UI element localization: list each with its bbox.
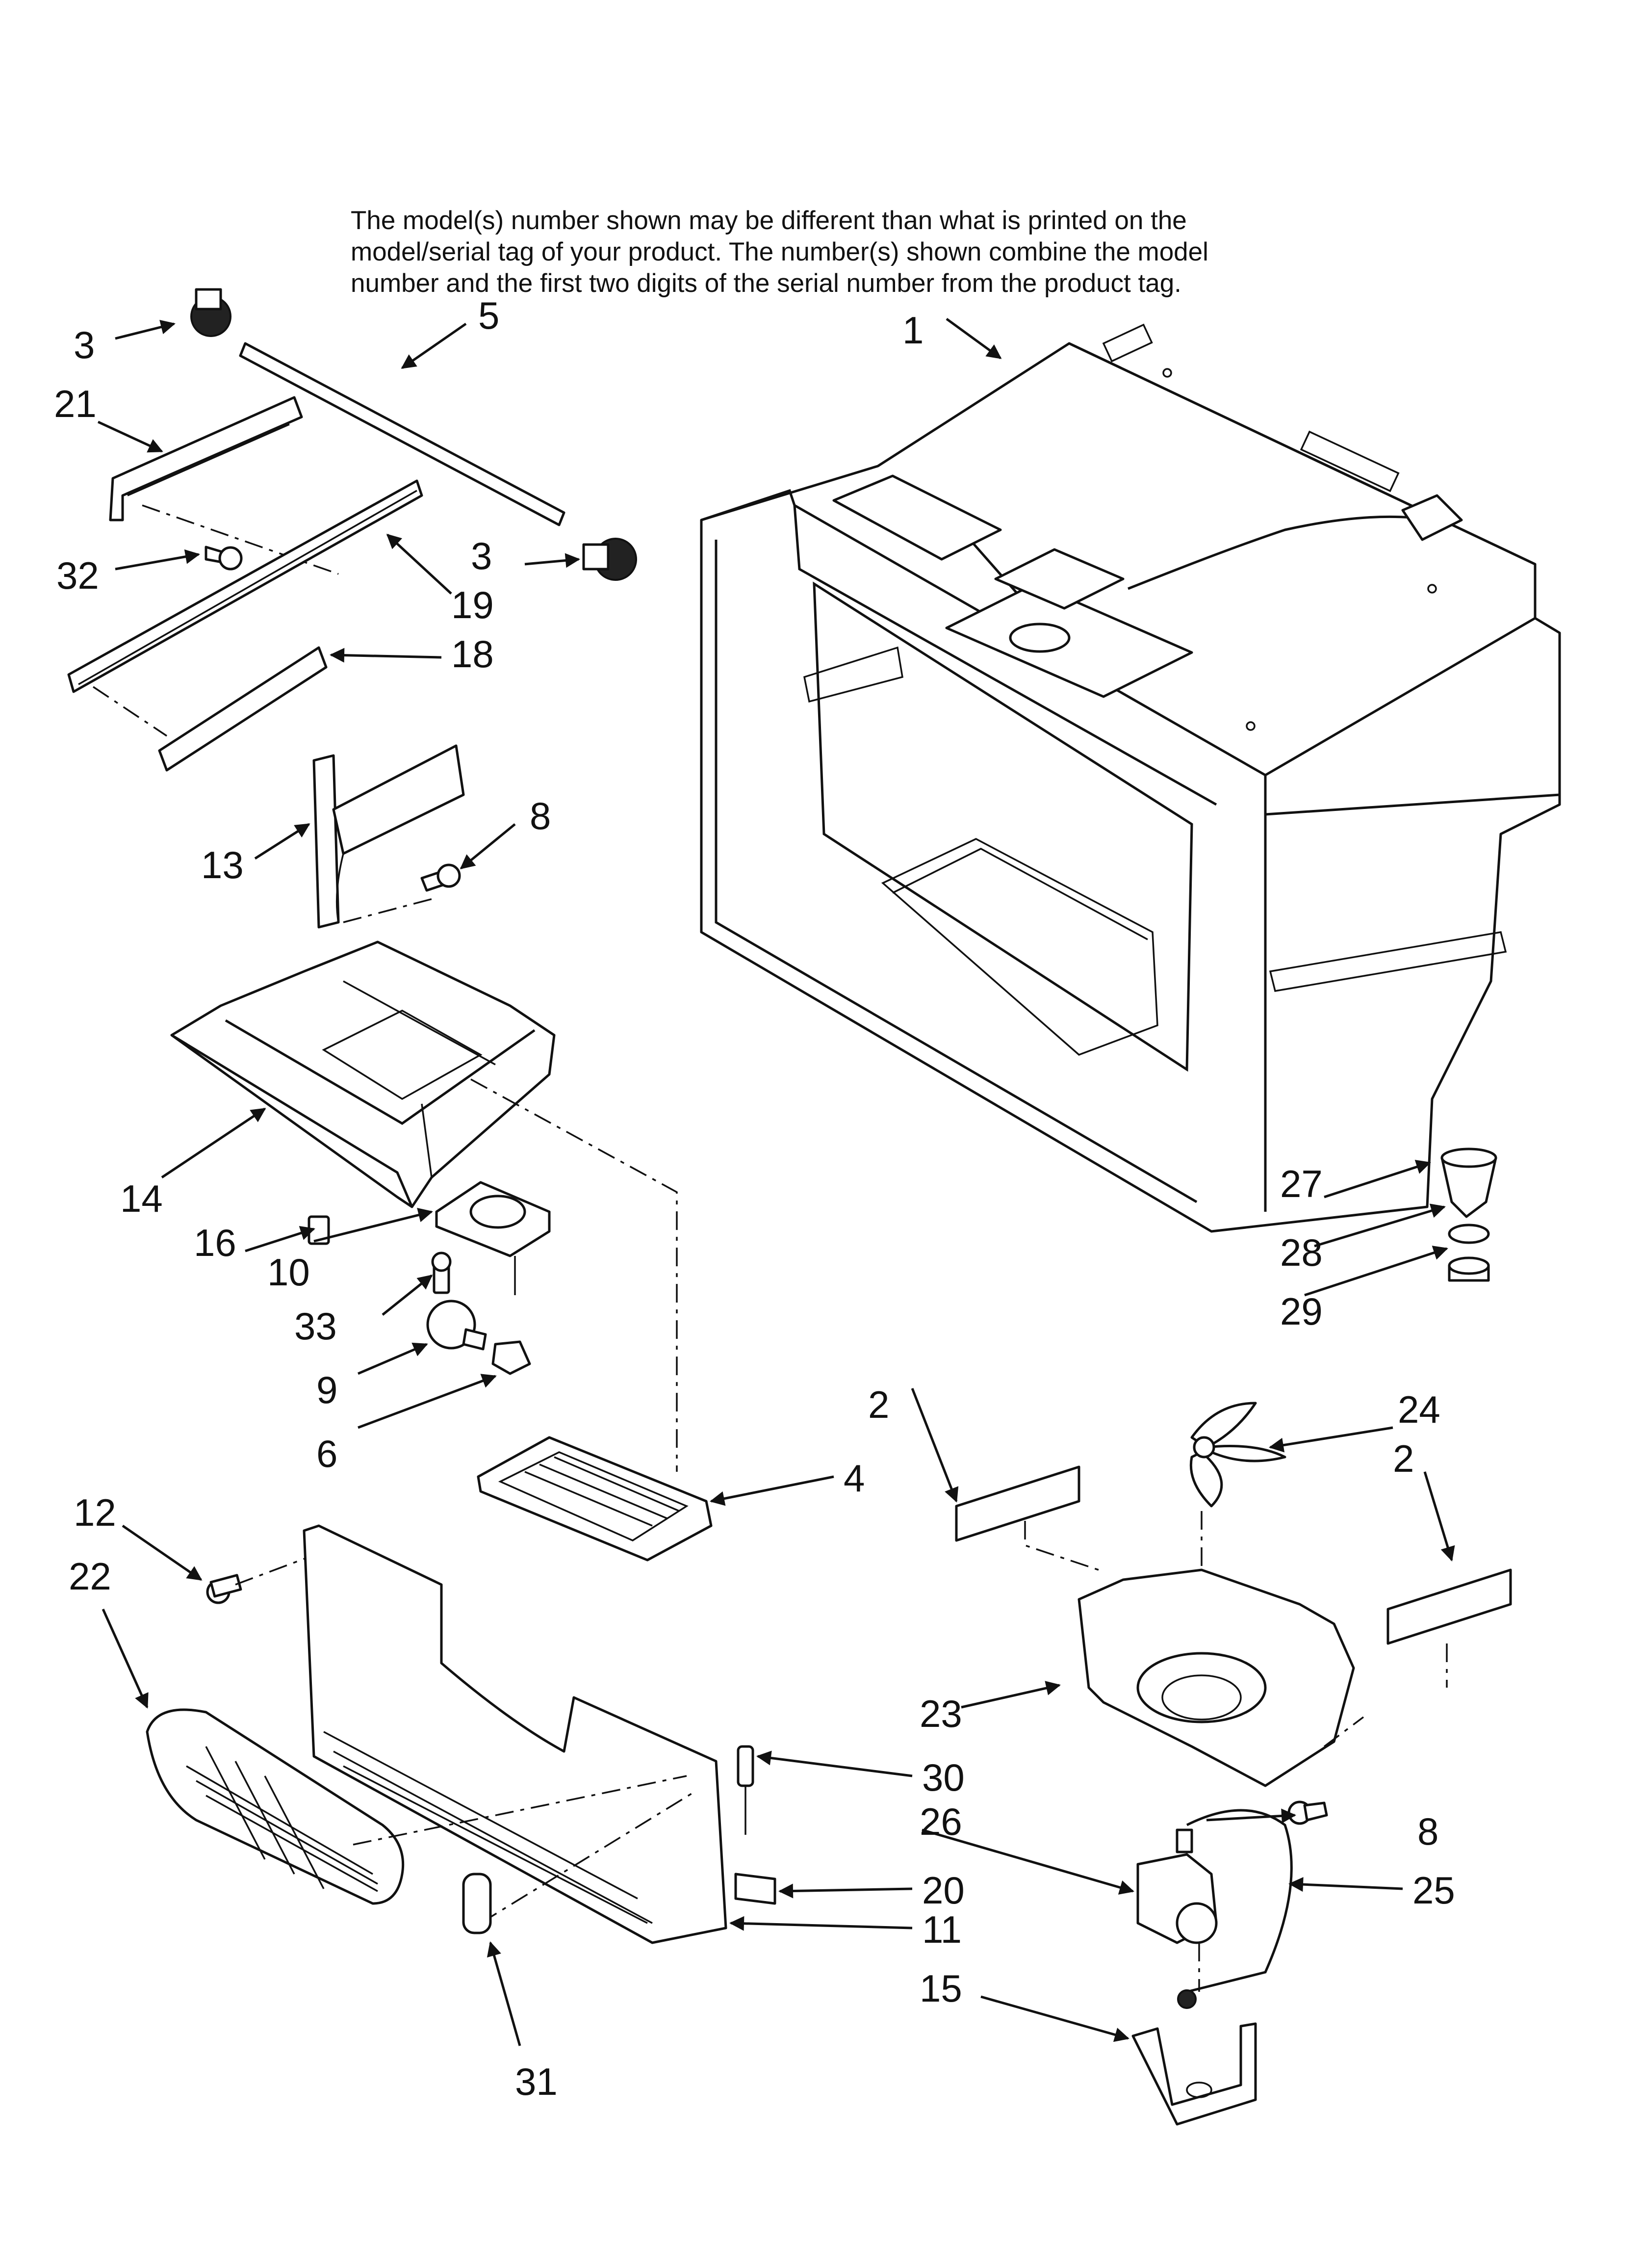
bulb-part-9: [426, 1300, 487, 1351]
callout-18: 18: [451, 632, 494, 676]
callout-14: 14: [120, 1177, 163, 1220]
callout-32: 32: [56, 554, 99, 597]
callout-6: 6: [316, 1432, 337, 1475]
callout-numbers: 1 2 2 3 3 4 5 6 8 8 9 10 11 12 13 14 15 …: [54, 294, 1455, 2103]
motor-bracket-part: [1131, 2022, 1257, 2126]
screw-part-8-lower: [1287, 1800, 1328, 1825]
callout-22: 22: [69, 1555, 111, 1598]
callout-33: 33: [294, 1304, 337, 1348]
fan-motor-part: [1136, 1828, 1218, 1992]
fan-shroud-part: [1078, 1568, 1364, 1787]
callout-4: 4: [844, 1457, 865, 1500]
front-grille-part-22: [146, 1708, 405, 1905]
note-line-3: number and the first two digits of the s…: [351, 269, 1181, 298]
model-number-note: The model(s) number shown may be differe…: [351, 205, 1430, 299]
screw-part-12: [206, 1554, 314, 1604]
rod-part: [239, 342, 565, 526]
insulation-pad-right: [1386, 1568, 1512, 1688]
leader-lines: [97, 317, 1455, 2046]
callout-13: 13: [201, 843, 244, 886]
callout-30: 30: [922, 1756, 965, 1799]
glide-part-27: [1440, 1147, 1497, 1218]
callout-1: 1: [902, 309, 924, 352]
slide-rail-part-19: [67, 479, 423, 693]
slide-bracket-part: [109, 396, 339, 575]
callout-12: 12: [74, 1491, 116, 1534]
screw-part-8-upper: [420, 863, 461, 892]
callout-2-left: 2: [868, 1383, 889, 1426]
callout-5: 5: [478, 294, 499, 337]
callout-26: 26: [920, 1800, 962, 1843]
bracket-part-13: [312, 744, 465, 929]
evaporator-cover-part: [303, 1524, 776, 1944]
note-line-1: The model(s) number shown may be differe…: [351, 206, 1187, 235]
callout-29: 29: [1280, 1290, 1323, 1333]
light-housing-part-10: [435, 1181, 551, 1295]
callout-2-right: 2: [1393, 1437, 1414, 1480]
freezer-bin-part: [700, 323, 1561, 1233]
light-cover-part-4: [477, 1436, 713, 1562]
cap-part-29: [1448, 1256, 1490, 1282]
callout-31: 31: [515, 2060, 558, 2103]
callout-3-right: 3: [471, 534, 492, 577]
callout-15: 15: [920, 1967, 962, 2010]
callout-16: 16: [194, 1221, 236, 1264]
callout-11: 11: [922, 1908, 962, 1951]
callout-10: 10: [267, 1251, 310, 1294]
callout-20: 20: [922, 1869, 965, 1912]
socket-part-6: [491, 1340, 531, 1375]
ring-part-28: [1448, 1224, 1490, 1244]
callout-8-upper: 8: [530, 794, 551, 837]
callout-28: 28: [1280, 1231, 1323, 1274]
screw-part-33: [431, 1251, 452, 1294]
slide-rail-part-18: [93, 646, 328, 772]
callout-21: 21: [54, 382, 97, 425]
callout-9: 9: [316, 1368, 337, 1411]
gear-part-right: [582, 538, 637, 581]
screw-part-32: [205, 546, 243, 571]
callout-23: 23: [920, 1692, 962, 1735]
callout-19: 19: [451, 583, 494, 626]
wire-harness-part: [1177, 1809, 1293, 2009]
callout-25: 25: [1412, 1869, 1455, 1912]
gear-part-top: [190, 288, 231, 337]
callout-27: 27: [1280, 1162, 1323, 1205]
clip-part-31: [462, 1873, 492, 1934]
callout-8-lower: 8: [1417, 1810, 1438, 1853]
sensor-part-30: [737, 1745, 754, 1835]
note-line-2: model/serial tag of your product. The nu…: [351, 237, 1208, 266]
tray-part-14: [170, 940, 678, 1472]
insulation-pad-left: [955, 1465, 1099, 1571]
callout-3-top: 3: [74, 323, 95, 366]
callout-24: 24: [1398, 1388, 1440, 1431]
